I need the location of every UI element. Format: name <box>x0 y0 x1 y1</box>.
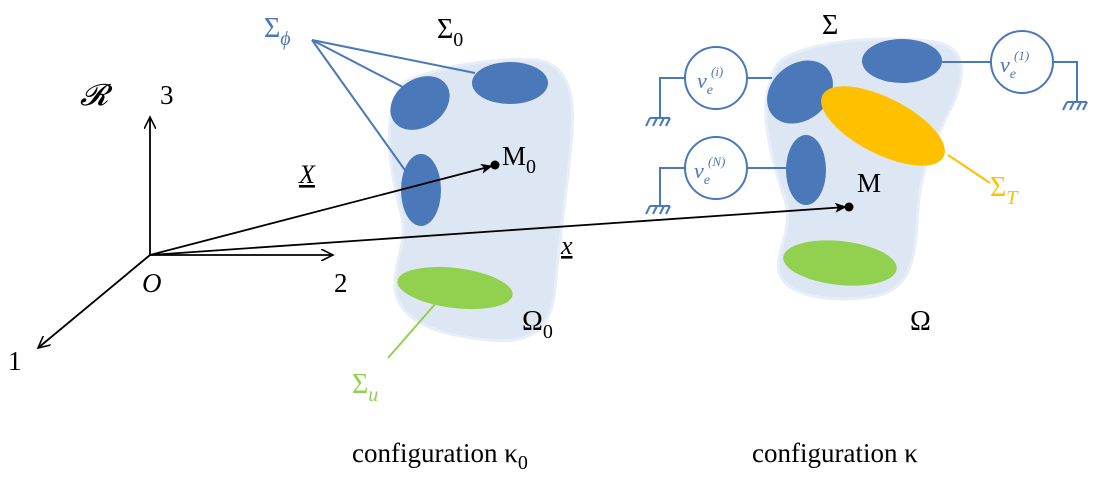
omega0-label: Ω0 <box>522 306 553 343</box>
electrode-cur-mid <box>786 135 826 205</box>
traction-surface <box>821 86 945 166</box>
electrode-ref-top <box>472 62 548 104</box>
circuit-N <box>645 136 787 215</box>
caption-cur: configuration κ <box>752 438 918 468</box>
sigma0-label: Σ0 <box>437 14 463 51</box>
point-M-label: M <box>857 168 881 198</box>
phi-leader-2 <box>311 39 419 96</box>
source-1-label: ve(1) <box>1000 48 1029 82</box>
source-i-label: ve(i) <box>697 64 723 98</box>
sigma-label: Σ <box>822 10 838 41</box>
axis-3-label: 3 <box>160 80 174 110</box>
caption-ref: configuration κ0 <box>352 438 528 474</box>
vector-X-label: X <box>298 160 316 189</box>
source-N-label: ve(N) <box>694 154 725 188</box>
axis-1 <box>38 254 151 348</box>
omega-label: Ω <box>910 306 931 337</box>
vector-X <box>149 163 493 256</box>
electrode-ref-left <box>390 76 450 130</box>
sigma-u-label: Σu <box>352 369 378 406</box>
point-M0-label: M0 <box>502 141 536 178</box>
electrode-cur-topright <box>862 39 942 83</box>
axis-2-label: 2 <box>334 268 348 298</box>
vector-x <box>149 202 847 256</box>
phi-leader-3 <box>311 39 413 181</box>
sigma-phi-label: Σϕ <box>264 13 291 50</box>
frame-label: 𝓡 <box>80 79 113 112</box>
electrode-ref-mid <box>401 154 441 226</box>
T-leader <box>947 154 991 184</box>
circuit-1 <box>940 30 1088 111</box>
displacement-surface-cur <box>783 240 897 286</box>
point-M0 <box>490 160 500 170</box>
u-leader <box>387 302 437 359</box>
vector-x-label: x <box>560 231 573 260</box>
sigma-T-label: ΣT <box>990 172 1019 209</box>
displacement-surface-ref <box>397 266 513 310</box>
axis-1-label: 1 <box>8 346 22 376</box>
electrode-cur-left <box>767 60 833 124</box>
point-M <box>844 202 854 212</box>
phi-leader-1 <box>311 39 476 74</box>
circuit-i <box>645 46 772 127</box>
origin-label: O <box>142 268 162 298</box>
